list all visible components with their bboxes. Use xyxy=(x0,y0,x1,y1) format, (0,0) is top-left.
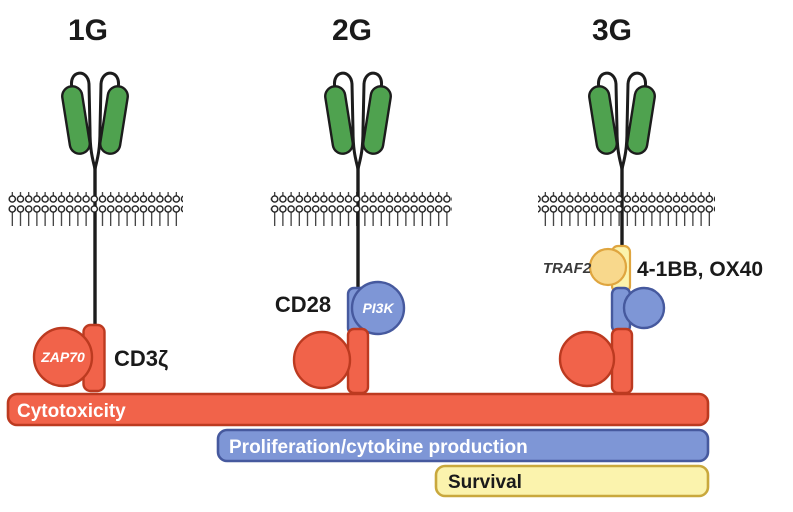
cd3zeta-label: CD3ζ xyxy=(114,346,168,371)
scfv-icon-2g xyxy=(322,71,394,171)
cd28-label: CD28 xyxy=(275,292,331,317)
proliferation-bar xyxy=(216,428,710,463)
header-2g: 2G xyxy=(332,14,372,47)
zap70-circle-2g xyxy=(292,330,352,390)
membrane-3g xyxy=(538,192,715,226)
scfv-icon-1g xyxy=(59,71,131,171)
header-3g: 3G xyxy=(592,14,632,47)
zap70-circle-3g xyxy=(558,330,616,388)
header-1g: 1G xyxy=(68,14,108,47)
pi3k-circle-3g xyxy=(622,286,666,330)
cytotoxicity-bar xyxy=(6,392,710,427)
zap70-label: ZAP70 xyxy=(40,349,85,365)
pi3k-circle xyxy=(350,280,406,336)
membrane-1g xyxy=(8,192,183,226)
function-bars: Cytotoxicity Proliferation/cytokine prod… xyxy=(6,392,710,498)
survival-bar-label: Survival xyxy=(448,472,522,493)
traf2-label: TRAF2 xyxy=(543,260,592,277)
cytotoxicity-bar-label: Cytotoxicity xyxy=(17,401,126,422)
receptor-1g-intracellular: ZAP70 CD3ζ xyxy=(32,323,168,393)
proliferation-bar-label: Proliferation/cytokine production xyxy=(229,437,528,458)
traf2-circle xyxy=(588,247,628,287)
scfv-icon-3g xyxy=(586,71,658,171)
pi3k-label: PI3K xyxy=(362,300,394,316)
receptor-2g-intracellular: PI3K CD28 xyxy=(275,280,406,395)
zap70-circle xyxy=(32,326,94,388)
receptor-3g-intracellular: TRAF2 4-1BB, OX40 xyxy=(543,244,763,395)
costim-label-3g: 4-1BB, OX40 xyxy=(637,258,763,281)
membrane-2g xyxy=(270,192,452,226)
survival-bar xyxy=(434,464,710,498)
